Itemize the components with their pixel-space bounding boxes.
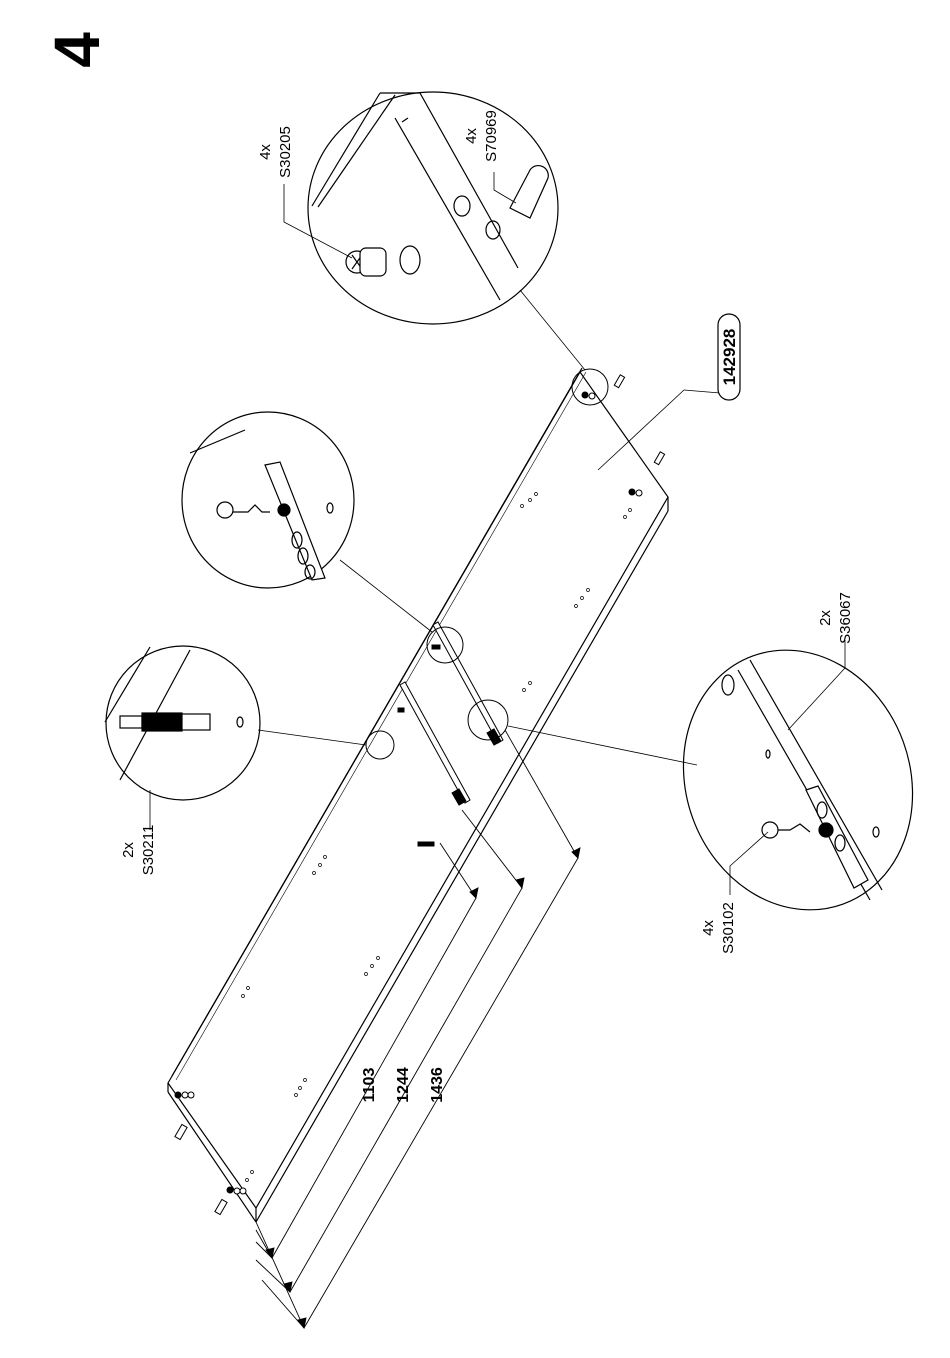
step-number: 4 (41, 32, 113, 68)
callout-s36067: 2x S36067 (817, 592, 854, 644)
panel-part-number: 142928 (720, 329, 739, 386)
dimension-label-1436: 1436 (429, 1067, 446, 1103)
callout-code: S70969 (483, 110, 500, 162)
callout-qty: 4x (257, 144, 274, 160)
callout-qty: 2x (817, 610, 834, 626)
callout-s30102: 4x S30102 (700, 902, 737, 954)
callout-qty: 4x (700, 920, 717, 936)
callout-s30211: 2x S30211 (120, 825, 157, 876)
callout-qty: 2x (120, 842, 137, 858)
callout-code: S36067 (837, 592, 854, 644)
callout-qty: 4x (463, 128, 480, 144)
callout-code: S30102 (720, 902, 737, 954)
detail-left (105, 646, 260, 830)
detail-top (284, 92, 558, 324)
callout-code: S30205 (277, 126, 294, 178)
dimension-label-1244: 1244 (395, 1067, 412, 1103)
detail-right (648, 618, 949, 943)
callout-code: S30211 (140, 825, 157, 876)
detail-middle (182, 412, 354, 588)
dimension-label-1103: 1103 (361, 1068, 378, 1103)
callout-s30205: 4x S30205 (257, 126, 294, 178)
panel-part-badge: 142928 (718, 314, 740, 400)
